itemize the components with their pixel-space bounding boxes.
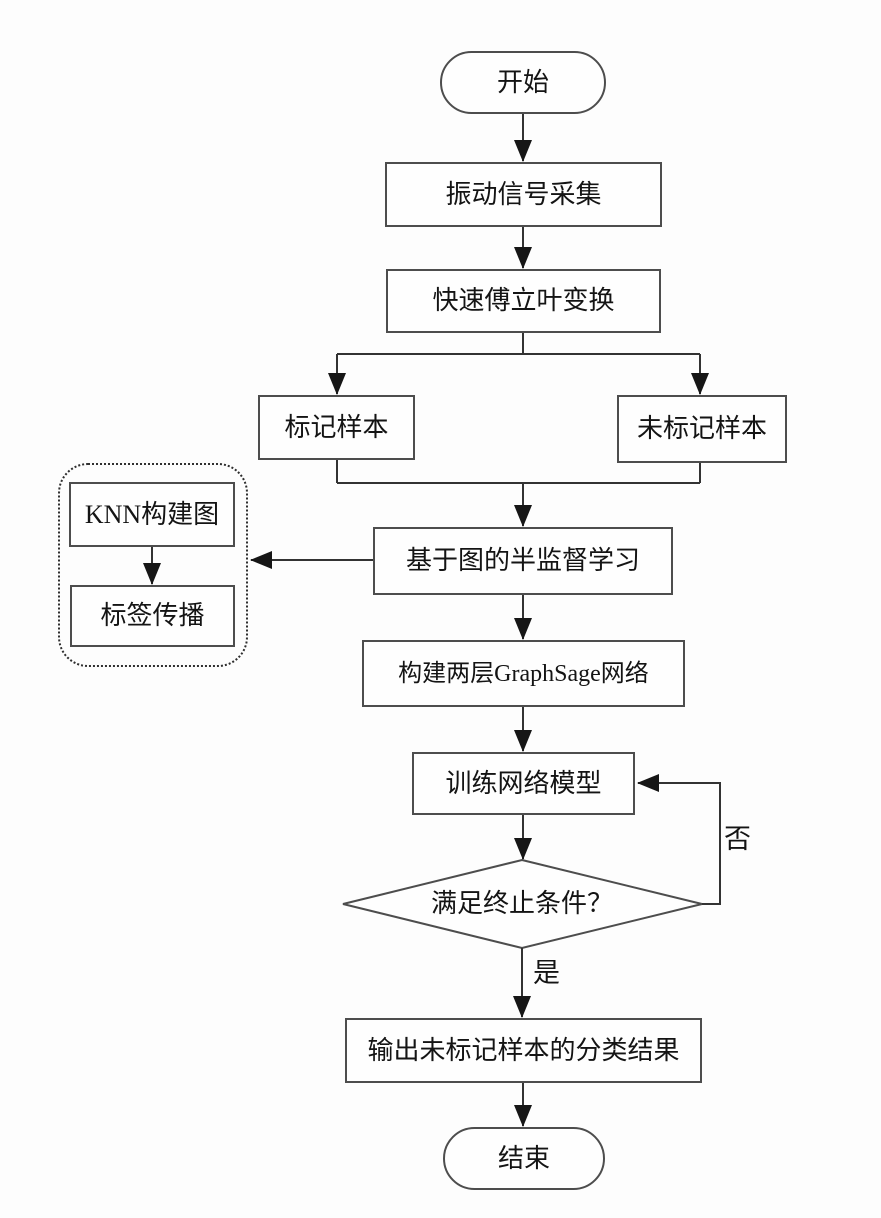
edge-label-no: 否 — [724, 824, 751, 854]
node-fft: 快速傅立叶变换 — [386, 269, 661, 333]
node-train-model: 训练网络模型 — [412, 752, 635, 815]
node-knn-graph: KNN构建图 — [69, 482, 235, 547]
node-output-label: 输出未标记样本的分类结果 — [367, 1035, 680, 1065]
node-termination-condition: 满足终止条件？ — [352, 891, 692, 917]
node-graphsage-label: 构建两层GraphSage网络 — [398, 660, 649, 687]
node-end-label: 结束 — [497, 1143, 550, 1173]
node-graphsage-network: 构建两层GraphSage网络 — [362, 640, 685, 707]
node-labeled-samples: 标记样本 — [258, 395, 415, 460]
edge-label-yes: 是 — [533, 958, 560, 988]
node-start-label: 开始 — [496, 67, 549, 97]
node-labeled-label: 标记样本 — [284, 412, 389, 442]
node-end: 结束 — [443, 1127, 605, 1190]
node-label-propagation: 标签传播 — [70, 585, 235, 647]
node-fft-label: 快速傅立叶变换 — [432, 286, 615, 315]
node-output-results: 输出未标记样本的分类结果 — [345, 1018, 702, 1083]
node-knn-label: KNN构建图 — [84, 499, 220, 529]
node-signal-acquisition: 振动信号采集 — [385, 162, 662, 227]
node-semi-label: 基于图的半监督学习 — [405, 546, 640, 575]
node-train-label: 训练网络模型 — [445, 768, 602, 798]
dashed-subprocess-group — [58, 463, 248, 667]
node-start: 开始 — [440, 51, 606, 114]
node-prop-label: 标签传播 — [100, 601, 205, 630]
node-signal-label: 振动信号采集 — [445, 179, 602, 209]
edge-condition-no-loop — [637, 774, 721, 905]
node-condition-label: 满足终止条件？ — [430, 889, 613, 918]
node-unlabeled-samples: 未标记样本 — [617, 395, 787, 463]
node-unlabeled-label: 未标记样本 — [636, 414, 767, 443]
node-semi-supervised-learning: 基于图的半监督学习 — [373, 527, 673, 595]
